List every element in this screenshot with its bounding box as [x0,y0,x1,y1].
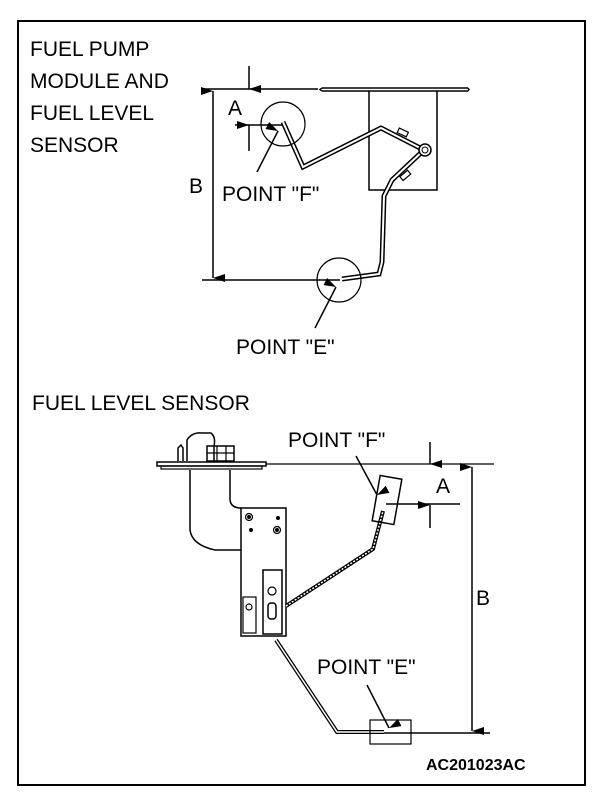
dim-b-label: B [189,175,204,198]
point-f-circle [260,101,306,147]
dim-b-label-bottom: B [476,587,491,610]
top-section-title: FUEL PUMP MODULE AND FUEL LEVEL SENSOR [30,34,169,162]
figure-code: AC201023AC [426,757,526,774]
point-f-label: POINT "F" [222,183,320,206]
title-line: FUEL LEVEL [30,102,155,125]
top-module-drawing [201,66,470,329]
module-flange [318,87,470,92]
arm-clip [396,127,410,138]
module-body [368,91,438,191]
title-line: MODULE AND [30,70,169,93]
sensor-body [240,507,287,637]
dim-a-label: A [228,97,243,120]
sensor-flange [156,461,267,467]
point-f-float [371,474,403,526]
connector [177,443,184,461]
dim-a-label-bottom: A [436,475,451,498]
sensor-tube [189,470,241,551]
point-e-label-bottom: POINT "E" [317,656,416,679]
bottom-sensor-drawing [156,432,494,745]
point-e-leader-bottom [366,684,402,729]
point-e-circle [316,257,362,303]
point-f-leader [256,121,279,173]
bottom-section-title: FUEL LEVEL SENSOR [32,392,250,415]
point-f-leader-bottom [355,455,390,496]
arm-pivot [418,143,432,157]
point-f-label-bottom: POINT "F" [288,429,386,452]
sensor-float-arm [284,510,385,608]
title-line: FUEL PUMP [30,38,150,61]
figure-frame [17,20,586,786]
title-line: SENSOR [30,134,119,157]
point-e-label: POINT "E" [236,336,335,359]
point-e-leader [314,277,337,329]
